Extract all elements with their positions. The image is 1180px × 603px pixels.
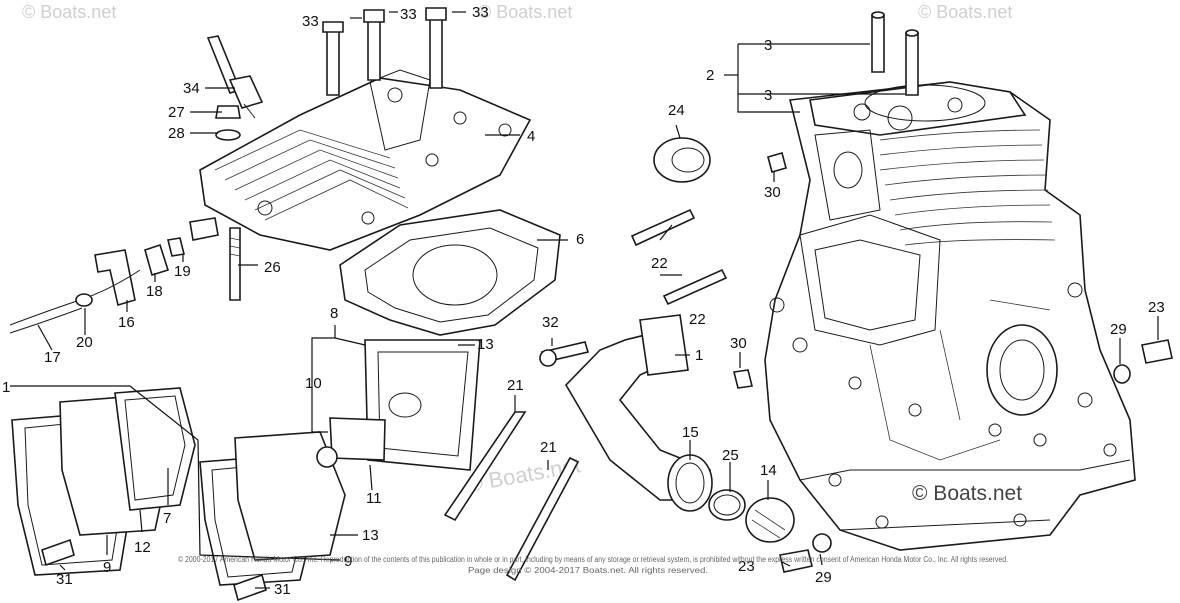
head-gasket [339,209,561,336]
copyright-line-2: Page design © 2004-2017 Boats.net. All r… [468,566,708,575]
oil-seal [653,137,711,183]
callout-3-a: 3 [764,37,772,54]
stud-26 [229,227,241,301]
callout-30-b: 30 [730,335,747,352]
drain-bolts [779,339,1173,573]
filler-cap [745,497,795,543]
callout-20: 20 [76,334,93,351]
callout-4: 4 [527,128,535,145]
callout-34: 34 [183,80,200,97]
insulator-plates [316,339,481,471]
cylinder-block [764,11,1136,551]
short-studs [630,208,728,306]
o-ring [708,489,746,521]
callout-31-b: 31 [274,581,291,598]
callout-9-a: 9 [103,559,111,576]
callout-16: 16 [118,314,135,331]
callout-9-b: 9 [344,553,352,570]
spark-plug [206,35,264,119]
callout-29-a: 29 [1110,321,1127,338]
callout-15: 15 [682,424,699,441]
callout-19: 19 [174,263,191,280]
callout-10: 10 [305,375,322,392]
head-bolts [322,7,447,96]
callout-13-a: 13 [477,336,494,353]
callout-17: 17 [44,349,61,366]
long-studs [443,411,580,582]
callouts: 3 2 3 4 6 33 33 33 34 27 28 26 19 18 16 … [2,4,1165,598]
callout-1: 1 [695,347,703,364]
callout-21-b: 21 [540,439,557,456]
intake-gaskets [11,387,346,586]
callout-25: 25 [722,447,739,464]
callout-12: 12 [134,539,151,556]
callout-22-b: 22 [689,311,706,328]
callout-23-a: 23 [1148,299,1165,316]
boats-net-logo: © Boats.net [912,482,1022,505]
callout-3-b: 3 [764,87,772,104]
callout-13-b: 13 [362,527,379,544]
watermark-top-right: © Boats.net [918,2,1012,22]
leader-lines [10,11,1159,589]
callout-18: 18 [146,283,163,300]
callout-29-b: 29 [815,569,832,586]
switch-assembly [9,217,219,334]
callout-33-a: 33 [302,13,319,30]
callout-11: 11 [366,490,382,507]
copyright-line-1: © 2000-2017 American Honda Motor Co., In… [178,555,1008,564]
callout-2: 2 [706,67,714,84]
cylinder-head [199,69,532,251]
callout-33-c: 33 [472,4,489,21]
callout-28: 28 [168,125,185,142]
callout-26: 26 [264,259,281,276]
callout-24: 24 [668,102,685,119]
callout-21-a: 21 [507,377,524,394]
nut-and-washer [215,105,241,141]
watermark-top-mid: © Boats.net [478,2,572,22]
callout-33-b: 33 [400,6,417,23]
callout-23-b: 23 [738,558,755,575]
callout-22-a: 22 [651,255,668,272]
callout-7: 7 [163,510,171,527]
callout-30-a: 30 [764,184,781,201]
callout-1-b: 1 [2,379,10,396]
callout-32: 32 [542,314,559,331]
callout-31-a: 31 [56,571,73,588]
callout-14: 14 [760,462,777,479]
callout-8: 8 [330,305,338,322]
callout-27: 27 [168,104,185,121]
dowel-pins [733,152,787,389]
intake-pipe [565,314,713,512]
callout-6: 6 [576,231,584,248]
watermark-top-left: © Boats.net [22,2,116,22]
small-bolts [41,341,590,602]
